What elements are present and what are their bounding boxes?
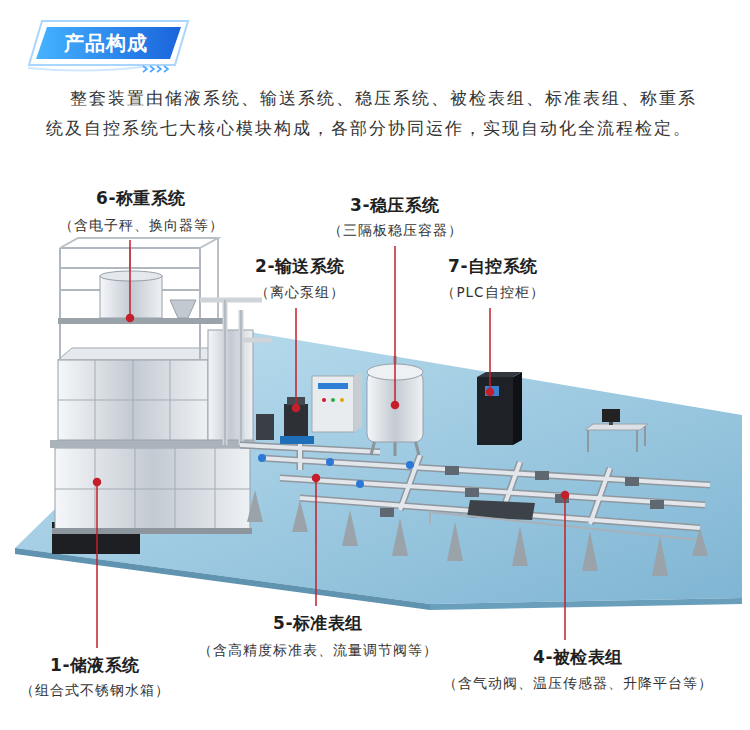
floor-pipes-part <box>650 500 664 509</box>
tank-structure-part <box>55 448 250 530</box>
title-badge-part <box>143 66 168 72</box>
plc-cabinet-part <box>485 386 499 396</box>
leader-lines-part <box>94 479 101 486</box>
tank-structure-part <box>55 448 250 530</box>
floor-pipes <box>240 442 710 540</box>
tank-structure-part <box>100 271 162 281</box>
leader-lines-part <box>392 402 399 409</box>
leader-lines-part <box>313 475 320 482</box>
operator-desk-part <box>602 409 620 422</box>
callout-note: （离心泵组） <box>255 283 345 301</box>
floor-pipes-part <box>625 477 639 486</box>
electric-cabinet-part <box>354 371 362 432</box>
floor-pipes-part <box>240 442 710 528</box>
leader-lines-part <box>293 405 300 412</box>
callout-title: 4-被检表组 <box>533 646 623 668</box>
floor-pipes-part <box>240 442 710 528</box>
leader-lines <box>94 240 569 648</box>
electric-cabinet-part <box>340 398 344 402</box>
floor-pipes-part <box>465 488 479 497</box>
callout-title: 7-自控系统 <box>448 255 538 277</box>
tank-structure-part <box>60 238 218 320</box>
callout-note: （三隔板稳压容器） <box>328 221 463 239</box>
support-cones-part <box>652 536 668 576</box>
support-cones-part <box>292 500 308 532</box>
support-cones-part <box>692 528 708 556</box>
tank-structure-part <box>58 360 208 440</box>
callout-note: （含气动阀、温压传感器、升降平台等） <box>443 674 713 692</box>
pump-set-part <box>256 414 274 440</box>
tank-structure-part <box>100 276 162 318</box>
leader-lines-part <box>489 308 491 392</box>
tank-structure-part <box>170 300 196 318</box>
electric-cabinet-part <box>322 398 326 402</box>
leader-lines-part <box>487 389 494 396</box>
title-badge <box>28 21 188 72</box>
floor-pipes-part <box>380 508 394 517</box>
support-cones-part <box>512 526 528 566</box>
electric-cabinet-part <box>318 383 348 389</box>
callout-title: 3-稳压系统 <box>350 194 440 216</box>
intro-paragraph: 整套装置由储液系统、输送系统、稳压系统、被检表组、标准表组、称重系统及自控系统七… <box>46 84 710 144</box>
floor-pipes-part <box>445 466 459 475</box>
leader-lines-part <box>295 308 297 408</box>
plc-cabinet <box>477 372 522 445</box>
support-cones-part <box>447 522 463 561</box>
callout-title: 1-储液系统 <box>50 654 140 676</box>
pump-set-part <box>284 404 308 438</box>
tank-structure <box>50 238 272 554</box>
tank-structure-part <box>225 300 241 445</box>
floor-pipes-part <box>356 480 364 488</box>
electric-cabinet-part <box>312 376 354 432</box>
plc-cabinet-part <box>477 372 522 377</box>
floor-pipes-part <box>258 454 266 462</box>
section-title: 产品构成 <box>36 27 176 59</box>
floor-part <box>430 598 742 610</box>
floor-pipes-part <box>326 458 334 466</box>
operator-desk-part <box>585 424 648 430</box>
plc-cabinet-part <box>477 377 513 445</box>
tank-structure-part <box>52 528 252 534</box>
support-cones-part <box>342 510 358 546</box>
support-cones-part <box>392 518 408 556</box>
support-cones-part <box>247 490 263 522</box>
tank-structure-part <box>208 330 253 440</box>
leader-lines-part <box>96 482 98 648</box>
title-badge-part <box>36 27 181 59</box>
floor-pipes-part <box>406 461 414 469</box>
pump-set-part <box>280 436 314 444</box>
callout-note: （组合式不锈钢水箱） <box>20 681 170 699</box>
callout-title: 2-输送系统 <box>255 255 345 277</box>
leader-lines-part <box>564 495 566 640</box>
leader-lines-part <box>129 240 131 318</box>
callout-title: 6-称重系统 <box>96 187 186 209</box>
tank-structure-part <box>58 318 223 324</box>
pump-set <box>256 397 314 444</box>
tank-structure-part <box>58 348 222 360</box>
callout-title: 5-标准表组 <box>273 612 363 634</box>
leader-lines-part <box>127 315 134 322</box>
floor <box>15 330 742 610</box>
operator-desk-part <box>588 426 645 452</box>
floor-pipes-part <box>535 471 549 480</box>
callout-note: （PLC自控柜） <box>441 283 544 301</box>
electric-cabinet-part <box>331 398 335 402</box>
floor-part <box>15 548 430 610</box>
callout-note: （含电子秤、换向器等） <box>59 216 224 234</box>
callout-note: （含高精度标准表、流量调节阀等） <box>198 641 438 659</box>
operator-desk <box>585 409 648 452</box>
electric-cabinet <box>312 371 362 432</box>
leader-lines-part <box>562 492 569 499</box>
operator-desk-part <box>609 422 613 425</box>
title-badge-part <box>28 66 150 71</box>
tank-structure-part <box>58 360 208 440</box>
leader-lines-part <box>394 246 396 405</box>
support-cones-part <box>582 531 598 571</box>
leader-lines-part <box>315 478 317 606</box>
plc-cabinet-part <box>513 372 522 445</box>
title-badge-part <box>29 21 188 65</box>
